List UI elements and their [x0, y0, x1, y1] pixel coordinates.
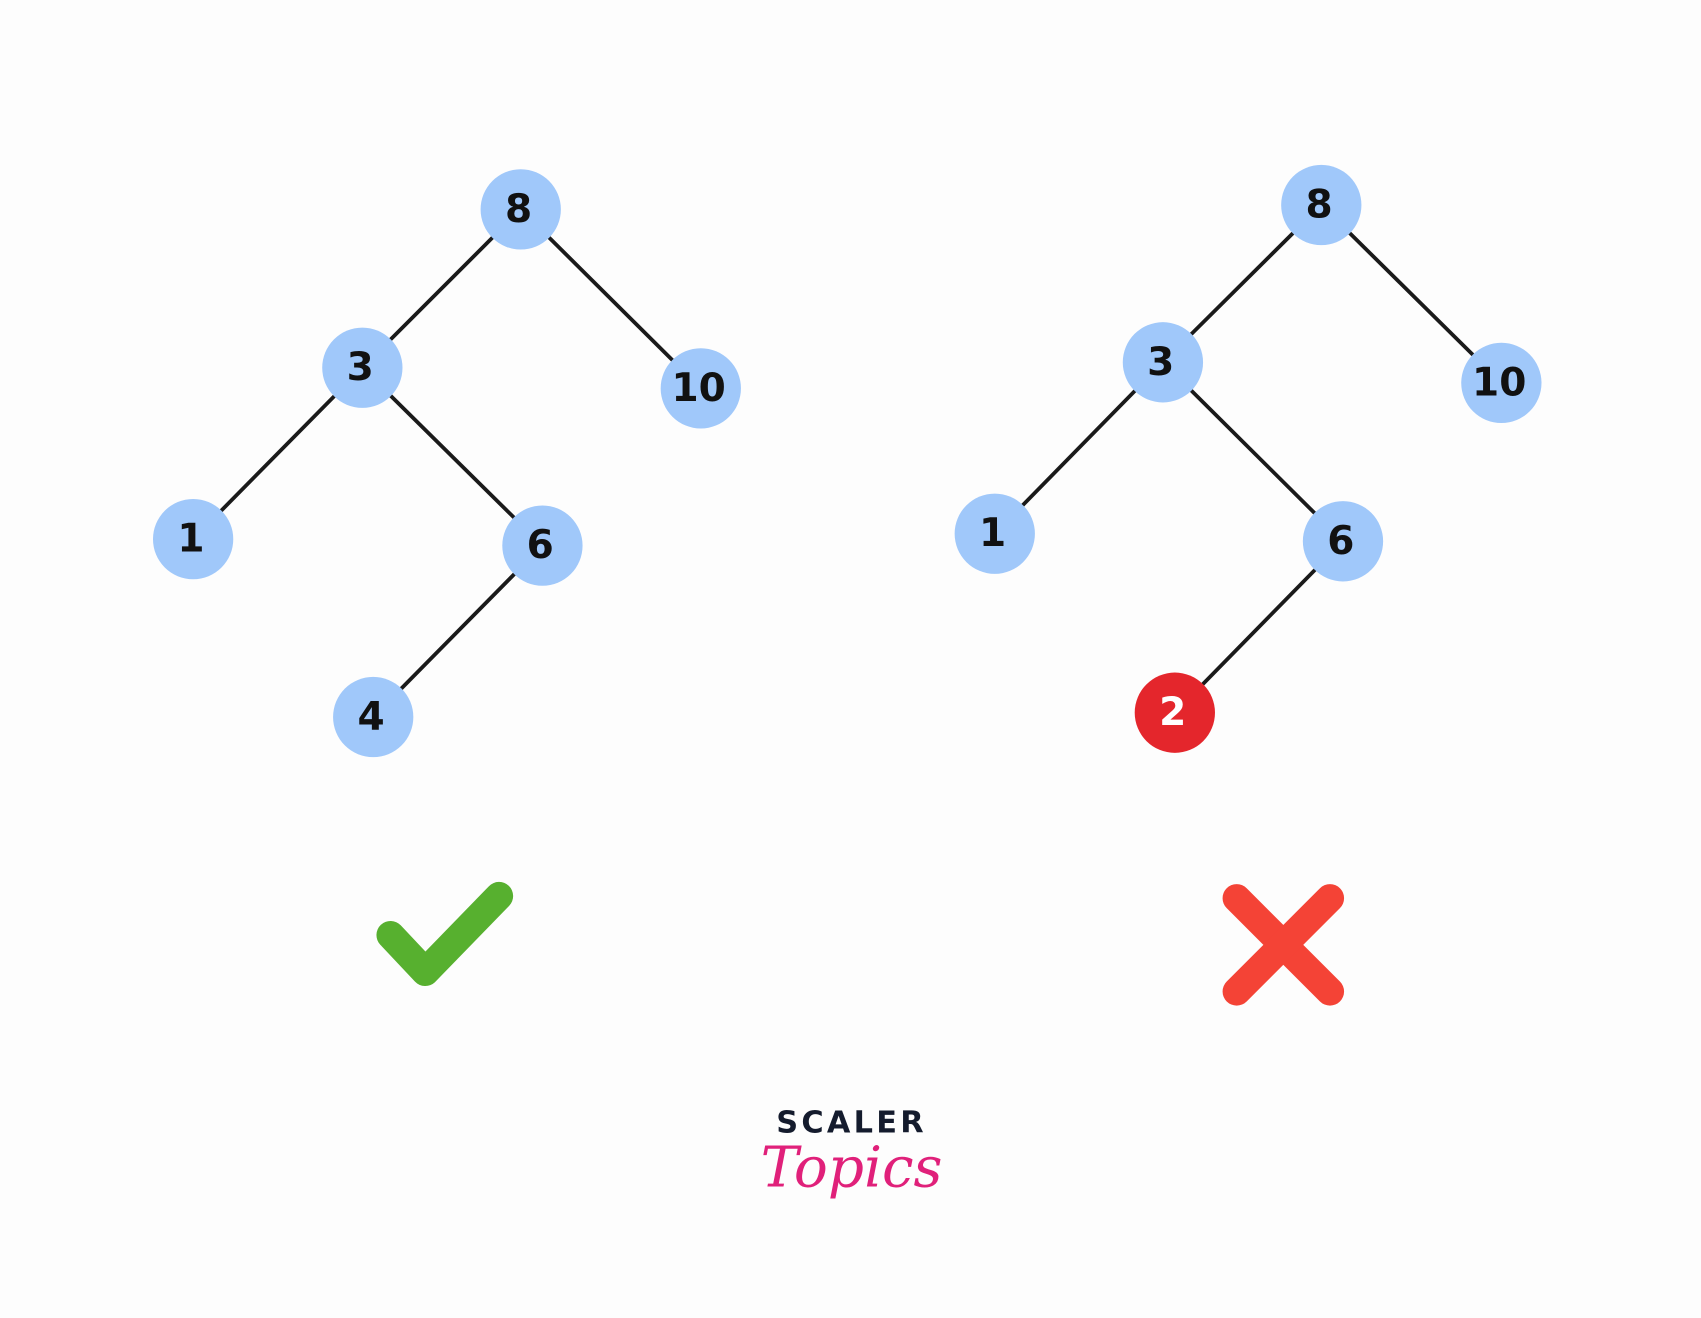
tree-node: 8	[1281, 164, 1362, 246]
logo-topics: Topics	[761, 1136, 943, 1201]
node-label: 2	[1159, 690, 1186, 735]
node-circle	[480, 169, 561, 250]
node-circle	[660, 348, 741, 429]
tree-edge	[1161, 360, 1345, 543]
node-label: 6	[1327, 519, 1354, 564]
tree-edge	[371, 544, 544, 719]
tree-node: 2	[1134, 672, 1215, 753]
node-label: 4	[357, 695, 384, 740]
tree-node: 6	[502, 505, 583, 586]
check-icon	[376, 881, 514, 987]
node-circle	[954, 493, 1035, 574]
tree-edge	[1319, 203, 1503, 385]
node-circle	[502, 505, 583, 586]
node-label: 3	[347, 345, 374, 390]
scaler-topics-logo: SCALER Topics	[761, 1106, 943, 1201]
node-label: 3	[1147, 340, 1174, 385]
node-label: 8	[1306, 183, 1333, 228]
tree-node: 4	[333, 676, 414, 758]
tree-edge	[361, 366, 544, 547]
tree-node: 8	[480, 169, 561, 250]
tree-node: 1	[152, 498, 234, 580]
logo-scaler: SCALER	[776, 1106, 927, 1141]
tree-node: 10	[1461, 342, 1542, 424]
node-label: 1	[979, 511, 1006, 556]
node-circle	[322, 327, 403, 408]
tree-node: 1	[954, 493, 1035, 574]
tree-node: 3	[1122, 322, 1204, 403]
tree-edge	[191, 366, 364, 541]
node-label: 1	[177, 517, 204, 562]
node-circle	[1281, 164, 1362, 246]
node-circle	[1461, 342, 1542, 424]
node-circle	[1122, 322, 1204, 403]
node-label: 10	[671, 366, 725, 411]
tree-edge	[519, 208, 703, 390]
node-label: 6	[527, 523, 554, 568]
node-circle	[1134, 672, 1215, 753]
tree-node: 6	[1302, 501, 1384, 582]
node-circle	[333, 676, 414, 758]
node-circle	[1302, 501, 1384, 582]
node-circle	[152, 498, 234, 580]
tree-node: 10	[660, 348, 741, 429]
node-label: 8	[505, 187, 532, 232]
node-label: 10	[1472, 360, 1526, 405]
tree-node: 3	[322, 327, 403, 408]
cross-icon	[1222, 884, 1345, 1006]
